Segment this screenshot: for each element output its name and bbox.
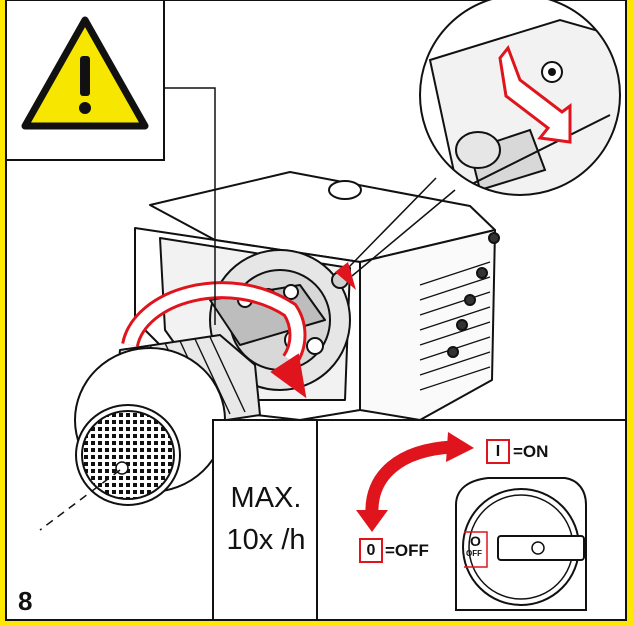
step-number: 8: [18, 586, 33, 616]
zoom-leader-left: [347, 177, 437, 269]
fan-grille: [81, 410, 175, 500]
off-marking-frame: [464, 531, 488, 568]
warning-exclamation-bar: [80, 56, 90, 96]
housing-top-bolt: [328, 180, 362, 200]
switch-marker: [335, 262, 356, 290]
switch-arrow-head-on: [446, 432, 474, 462]
gearbox-bolts: [447, 232, 500, 358]
max-label: MAX.: [230, 482, 302, 514]
zoom-detail-outline: [419, 0, 621, 196]
rotation-arrow-inner: [124, 284, 304, 364]
switch-screw-icon: [531, 541, 545, 555]
off-label: =OFF: [385, 541, 429, 560]
knob-off-label: OFF: [466, 549, 482, 558]
zoom-leader-right: [351, 189, 456, 277]
rotation-arrow-icon: [270, 353, 307, 399]
motor-gearbox-illustration: [74, 171, 500, 506]
switch-arrow-head-off: [356, 510, 388, 532]
switch-direction-arrow-icon: [498, 45, 572, 144]
on-label: =ON: [513, 442, 549, 461]
on-symbol-box: I: [486, 439, 510, 464]
off-symbol-box: 0: [359, 538, 383, 563]
warning-leader-line: [164, 87, 216, 325]
max-operations-panel: [212, 419, 318, 621]
rate-label: 10x /h: [226, 524, 306, 556]
warning-exclamation-dot: [79, 102, 91, 114]
motor-axis-line: [39, 469, 121, 531]
switch-curve-arrow: [365, 440, 453, 516]
gearbox-fins: [419, 261, 491, 391]
knob-off-symbol: O: [470, 533, 481, 549]
